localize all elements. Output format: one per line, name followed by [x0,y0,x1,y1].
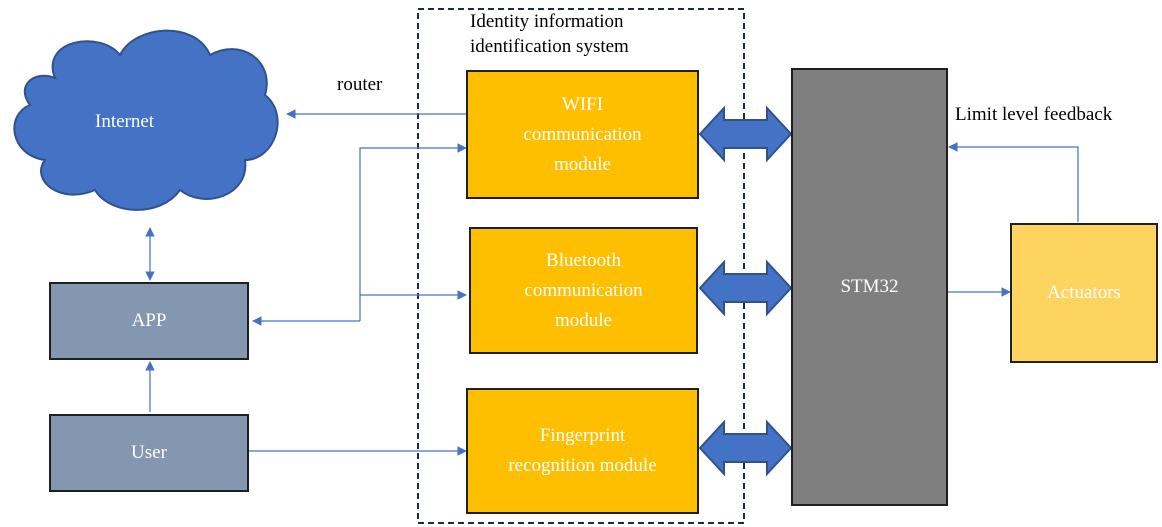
bluetooth-module-box: Bluetooth communication module [469,227,698,354]
app-label: APP [131,310,167,331]
wifi-module-label: WIFI communication module [523,93,642,175]
stm32-label: STM32 [840,276,899,297]
actuators-box: Actuators [1010,223,1158,363]
fingerprint-module-label: Fingerprint recognition module [508,425,657,476]
bluetooth-module-label: Bluetooth communication module [524,249,643,331]
identity-system-label: Identity information identification syst… [470,11,629,57]
user-box: User [49,414,249,492]
app-box: APP [49,282,249,360]
feedback-label: Limit level feedback [955,104,1113,125]
identity-system-boundary [417,8,745,524]
stm32-box: STM32 [791,68,948,506]
internet-label: Internet [95,111,155,132]
app-to-wifi-arrow [359,143,467,321]
wifi-module-box: WIFI communication module [466,70,699,199]
wifi-stm32-double-arrow [698,105,793,163]
actuators-label: Actuators [1047,282,1121,303]
fingerprint-module-box: Fingerprint recognition module [466,388,699,514]
user-label: User [131,442,167,463]
internet-cloud-icon [13,29,279,211]
router-label: router [337,74,383,95]
bluetooth-stm32-double-arrow [698,259,793,317]
fingerprint-stm32-double-arrow [698,419,793,477]
feedback-arrow [948,142,1079,222]
